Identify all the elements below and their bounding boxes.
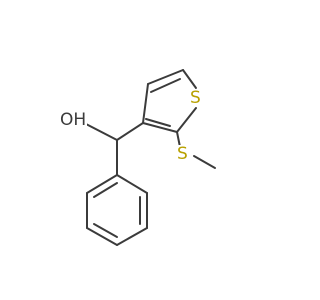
hydroxyl-label-bg (58, 111, 87, 129)
bond-c5-s1 (182, 69, 197, 89)
thioether-sulfur-label-bg (176, 145, 191, 163)
bond-carbinol-oh (85, 123, 118, 141)
bond-c2-c3-double (145, 118, 171, 127)
ring-sulfur-label-bg (189, 89, 204, 107)
bond-s-methyl (193, 155, 216, 169)
bond-c3-c4 (142, 83, 149, 124)
bond-ph6-ph1 (86, 174, 118, 194)
bond-c4-c5 (147, 69, 184, 85)
bond-c2-c3 (142, 122, 178, 133)
bond-ph3-ph4 (116, 227, 148, 246)
bond-c4-c5-double (150, 78, 181, 93)
molecule-drawing: S S OH (58, 69, 216, 246)
bond-c2-s (176, 131, 181, 148)
hydroxyl-label: OH (60, 110, 86, 130)
structure-canvas: S S OH (58, 69, 216, 246)
ring-sulfur-label: S (190, 88, 201, 108)
bond-c3-carbinol (116, 122, 144, 141)
bond-ph4-ph5-double (93, 223, 118, 238)
bond-ph4-ph5 (86, 227, 118, 246)
thioether-sulfur-label: S (177, 144, 188, 164)
bond-ph1-ph2 (116, 174, 148, 194)
bond-ph6-ph1-double (93, 182, 118, 198)
bond-s1-c2 (176, 107, 197, 133)
